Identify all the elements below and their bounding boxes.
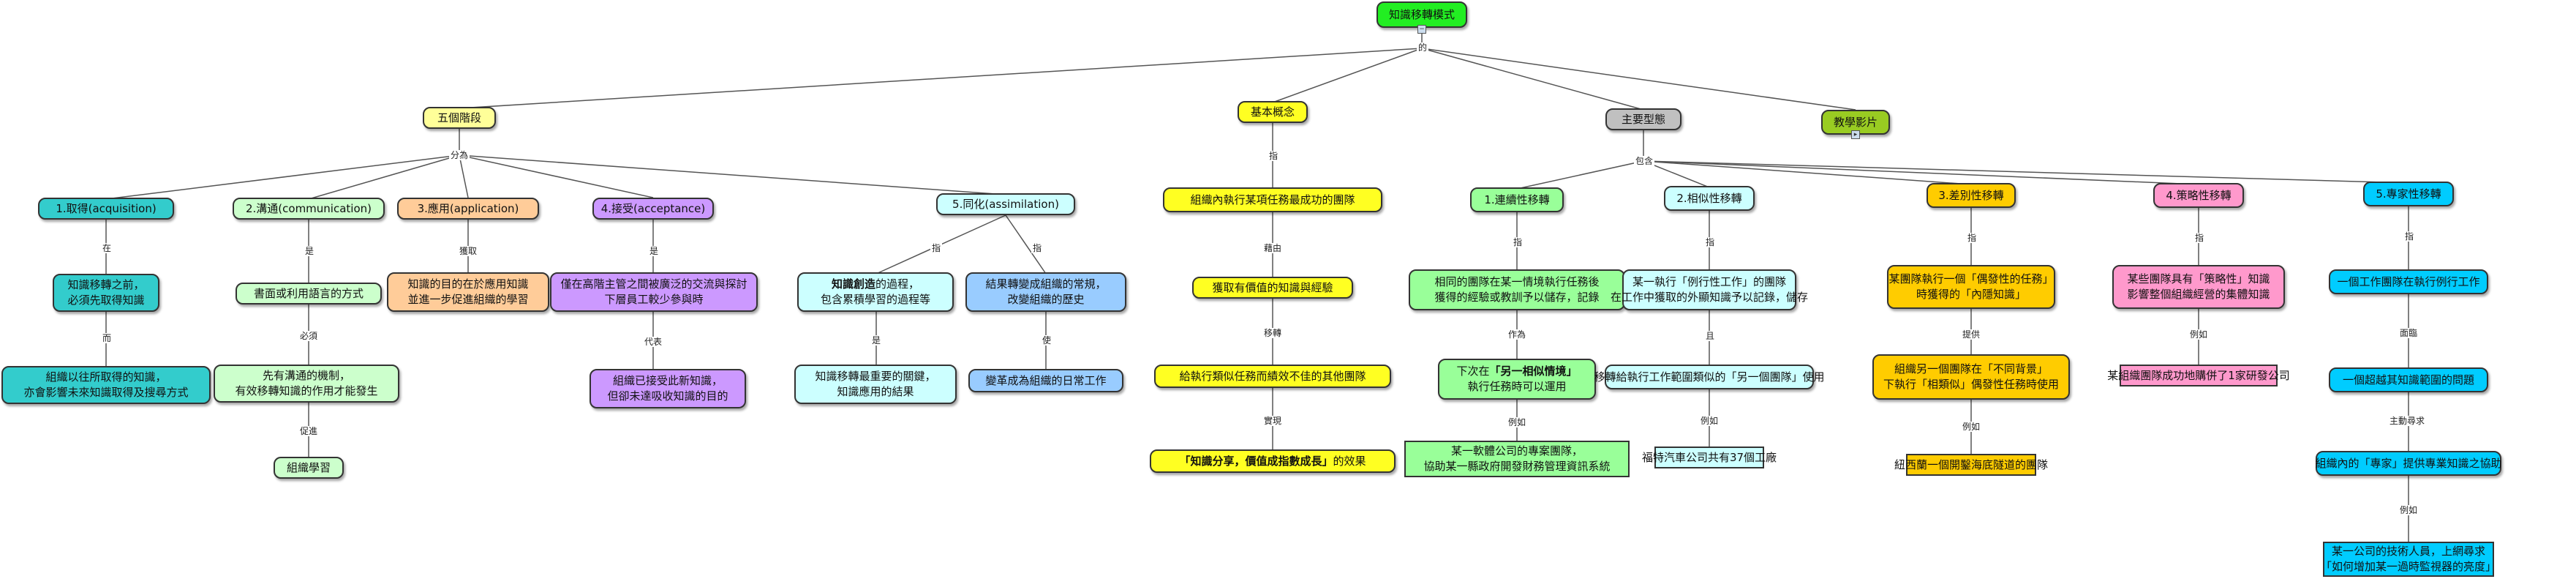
- type-3-detail-1[interactable]: 某團隊執行一個「偶發性的任務」 時獲得的「內隱知識」: [1887, 265, 2055, 309]
- stage-acquisition[interactable]: 1.取得(acquisition): [38, 198, 174, 220]
- edge-label-root: 的: [1417, 42, 1429, 53]
- main-types-node[interactable]: 主要型態: [1605, 108, 1681, 130]
- edge-label-acc-is: 是: [648, 246, 660, 256]
- type-4-example[interactable]: 某組織團隊成功地購併了1家研發公司: [2107, 365, 2290, 386]
- edge-label-acq-then: 而: [101, 333, 113, 343]
- edge-label-bc-realize: 實現: [1262, 416, 1284, 426]
- type-5-example[interactable]: 某一公司的技術人員，上網尋求 「如何增加某一過時監視器的亮度」: [2321, 542, 2496, 577]
- assimilation-detail-4[interactable]: 變革成為組織的日常工作: [968, 369, 1123, 392]
- edge-label-app-obtain: 獲取: [458, 246, 479, 256]
- basic-concept-detail-3[interactable]: 給執行類似任務而績效不佳的其他團隊: [1154, 365, 1391, 388]
- basic-concept-detail-1[interactable]: 組織內執行某項任務最成功的團隊: [1163, 187, 1382, 212]
- type-1-node[interactable]: 1.連續性移轉: [1470, 187, 1564, 212]
- acceptance-detail-1[interactable]: 僅在高階主管之間被廣泛的交流與探討 下層員工較少參與時: [550, 272, 758, 312]
- edge-label-assim-is: 是: [870, 335, 883, 345]
- edge-label-t2-eg: 例如: [1699, 416, 1720, 426]
- root-title: 知識移轉模式: [1388, 7, 1455, 21]
- edge-label-t4-eg: 例如: [2188, 329, 2210, 340]
- communication-detail-3[interactable]: 組織學習: [274, 457, 344, 479]
- type-1-detail-1[interactable]: 相同的團隊在某一情境執行任務後 獲得的經驗或教訓予以儲存，記錄: [1409, 269, 1625, 310]
- edge-label-bc-via: 藉由: [1262, 243, 1284, 253]
- stage-assimilation[interactable]: 5.同化(assimilation): [936, 193, 1075, 215]
- assimilation-detail-2[interactable]: 知識移轉最重要的關鍵， 知識應用的結果: [794, 365, 957, 404]
- edge-label-include: 包含: [1634, 156, 1655, 166]
- edge-label-t5-eg: 例如: [2398, 505, 2419, 515]
- type-5-detail-3[interactable]: 組織內的「專家」提供專業知識之協助: [2316, 451, 2502, 476]
- basic-concept-node[interactable]: 基本概念: [1238, 101, 1308, 123]
- type-2-node[interactable]: 2.相似性移轉: [1664, 186, 1755, 211]
- knowledge-creation-bold: 知識創造: [831, 277, 875, 291]
- type-1-detail-2[interactable]: 下次在「另一相似情境」 執行任務時可以運用: [1438, 359, 1596, 400]
- root-node[interactable]: 知識移轉模式: [1376, 1, 1467, 28]
- edge-label-t3-provide: 提供: [1961, 329, 1982, 340]
- type-5-node[interactable]: 5.專家性移轉: [2363, 182, 2454, 206]
- type-2-detail-1[interactable]: 某一執行「例行性工作」的團隊 在工作中獲取的外顯知識予以記錄，儲存: [1611, 269, 1808, 310]
- edge-label-t5-refers: 指: [2403, 231, 2416, 242]
- edge-label-comm-is: 是: [304, 246, 316, 256]
- edge-label-assim-means: 指: [930, 243, 943, 253]
- edge-label-basic: 指: [1268, 151, 1280, 161]
- communication-detail-1[interactable]: 書面或利用語言的方式: [236, 283, 382, 305]
- edge-label-t2-and: 且: [1704, 331, 1717, 341]
- edge-label-t3-refers: 指: [1966, 233, 1978, 243]
- edge-label-t1-eg: 例如: [1507, 417, 1528, 427]
- type-3-example[interactable]: 紐西蘭一個開鑿海底隧道的團隊: [1894, 454, 2048, 476]
- stage-communication[interactable]: 2.溝通(communication): [233, 198, 385, 220]
- acceptance-detail-2[interactable]: 組織已接受此新知識， 但卻未達吸收知識的目的: [590, 369, 746, 408]
- acquisition-detail-1[interactable]: 知識移轉之前， 必須先取得知識: [53, 274, 159, 312]
- edge-label-assim-refers: 指: [1031, 243, 1044, 253]
- assimilation-detail-1[interactable]: 知識創造的過程， 包含累積學習的過程等: [797, 272, 954, 312]
- edge-label-t5-face: 面臨: [2398, 328, 2419, 338]
- basic-concept-detail-4[interactable]: 「知識分享，價值成指數成長」的效果: [1150, 449, 1396, 473]
- expand-icon[interactable]: −: [1417, 25, 1426, 34]
- type-1-example[interactable]: 某一軟體公司的專案團隊， 協助某一縣政府開發財務管理資訊系統: [1404, 441, 1630, 477]
- edge-label-split: 分為: [449, 150, 470, 160]
- type-3-node[interactable]: 3.差別性移轉: [1927, 183, 2016, 208]
- edge-label-t1-as: 作為: [1507, 329, 1528, 340]
- edge-label-comm-promote: 促進: [298, 426, 320, 436]
- edge-label-t2-refers: 指: [1704, 237, 1717, 247]
- application-detail-1[interactable]: 知識的目的在於應用知識 並進一步促進組織的學習: [387, 272, 549, 312]
- assimilation-detail-3[interactable]: 結果轉變成組織的常規， 改變組織的歷史: [965, 272, 1126, 312]
- type-2-example[interactable]: 福特汽車公司共有37個工廠: [1642, 447, 1777, 468]
- type-3-detail-2[interactable]: 組織另一個團隊在「不同背景」 下執行「相類似」偶發性任務時使用: [1872, 354, 2070, 400]
- edge-label-acq-in: 在: [101, 243, 113, 253]
- five-stages-node[interactable]: 五個階段: [423, 107, 496, 129]
- stage-application[interactable]: 3.應用(application): [397, 198, 539, 220]
- edge-label-comm-must: 必須: [298, 331, 320, 341]
- edge-label-t3-eg: 例如: [1961, 422, 1982, 432]
- video-link-icon[interactable]: ▸: [1851, 130, 1860, 139]
- type-5-detail-2[interactable]: 一個超越其知識範圍的問題: [2329, 367, 2488, 392]
- type-5-detail-1[interactable]: 一個工作團隊在執行例行工作: [2329, 269, 2488, 294]
- basic-concept-detail-2[interactable]: 獲取有價值的知識與經驗: [1192, 277, 1353, 299]
- edge-label-t4-refers: 指: [2193, 233, 2206, 243]
- edge-label-assim-make: 使: [1041, 335, 1053, 345]
- type-4-node[interactable]: 4.策略性移轉: [2153, 183, 2244, 208]
- edge-label-acc-represent: 代表: [643, 337, 664, 347]
- type-2-detail-2[interactable]: 移轉給執行工作範圍類似的「另一個團隊」使用: [1594, 365, 1825, 389]
- edge-label-bc-transfer: 移轉: [1262, 328, 1284, 338]
- communication-detail-2[interactable]: 先有溝通的機制， 有效移轉知識的作用才能發生: [214, 365, 399, 403]
- stage-acceptance[interactable]: 4.接受(acceptance): [592, 198, 714, 220]
- type-4-detail-1[interactable]: 某些團隊具有「策略性」知識 影響整個組織經營的集體知識: [2112, 265, 2285, 309]
- acquisition-detail-2[interactable]: 組織以往所取得的知識， 亦會影響未來知識取得及搜尋方式: [1, 366, 211, 404]
- edge-label-t5-seek: 主動尋求: [2388, 416, 2427, 426]
- edge-label-t1-refers: 指: [1512, 237, 1524, 247]
